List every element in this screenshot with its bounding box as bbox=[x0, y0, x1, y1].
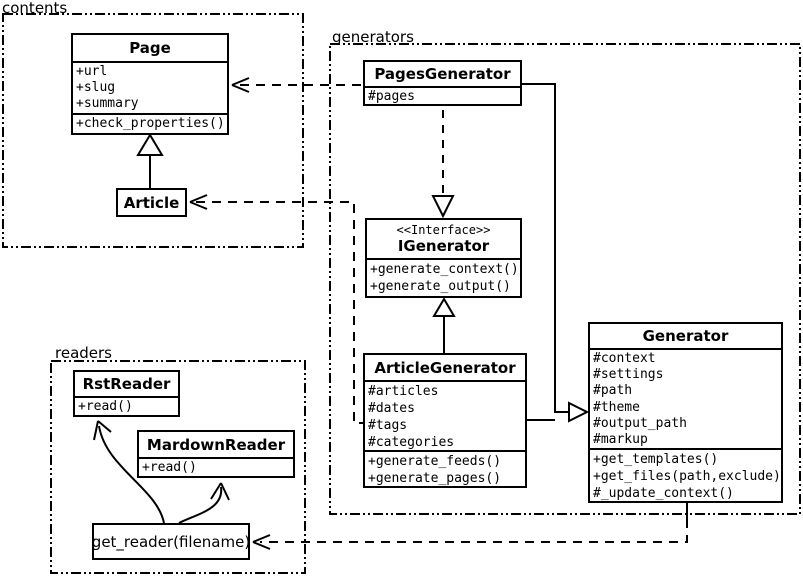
class-box-mardownreader: MardownReader +read() bbox=[137, 430, 295, 478]
attribute: #categories bbox=[368, 435, 455, 450]
methods-compartment: +generate_context() +generate_output() bbox=[367, 260, 520, 296]
class-title-articlegenerator: ArticleGenerator bbox=[365, 355, 525, 382]
class-title-rstreader: RstReader bbox=[75, 372, 178, 398]
class-title-igenerator: <<Interface>> IGenerator bbox=[367, 220, 520, 260]
method: +generate_feeds() bbox=[368, 454, 502, 469]
attribute: +url bbox=[76, 64, 108, 79]
attribute: #tags bbox=[368, 418, 408, 433]
get-reader-box: get_reader(filename) bbox=[92, 523, 250, 560]
methods-compartment: +check_properties() bbox=[73, 115, 227, 133]
class-name: Page bbox=[129, 39, 171, 57]
package-border-generators bbox=[329, 43, 801, 515]
class-box-article: Article bbox=[116, 188, 187, 217]
method: +get_templates() bbox=[593, 452, 719, 467]
edge-pagesgenerator-realizes-igenerator bbox=[431, 110, 455, 219]
methods-compartment: +read() bbox=[139, 459, 293, 476]
attribute: #context bbox=[593, 351, 656, 366]
methods-compartment: +generate_feeds() +generate_pages() bbox=[365, 452, 525, 486]
method: +read() bbox=[78, 399, 133, 414]
edge-articlegenerator-depends-article bbox=[189, 194, 363, 424]
class-name: ArticleGenerator bbox=[374, 358, 516, 377]
method: +check_properties() bbox=[76, 116, 225, 131]
stereotype-label: <<Interface>> bbox=[396, 223, 491, 237]
get-reader-label: get_reader(filename) bbox=[91, 532, 251, 551]
edge-articlegenerator-realizes-igenerator bbox=[432, 297, 456, 353]
edge-getreader-to-rstreader bbox=[93, 420, 165, 524]
class-name: IGenerator bbox=[397, 237, 490, 255]
attributes-compartment: +url +slug +summary bbox=[73, 63, 227, 115]
class-title-page: Page bbox=[73, 35, 227, 63]
attributes-compartment: #articles #dates #tags #categories bbox=[365, 382, 525, 452]
class-box-igenerator: <<Interface>> IGenerator +generate_conte… bbox=[365, 218, 522, 298]
package-border-contents bbox=[2, 13, 304, 248]
attributes-compartment: #pages bbox=[365, 88, 520, 104]
package-label-readers: readers bbox=[55, 344, 112, 362]
class-title-mardownreader: MardownReader bbox=[139, 432, 293, 459]
attribute: #path bbox=[593, 383, 633, 399]
method: +read() bbox=[142, 460, 197, 475]
class-name: Generator bbox=[642, 327, 729, 345]
class-box-rstreader: RstReader +read() bbox=[73, 370, 180, 417]
method: +generate_pages() bbox=[368, 471, 502, 486]
method: +generate_output() bbox=[370, 279, 511, 294]
class-box-page: Page +url +slug +summary +check_properti… bbox=[71, 33, 229, 135]
attribute: #markup bbox=[593, 432, 648, 448]
class-title-article: Article bbox=[118, 190, 185, 215]
method: +get_files(path,exclude) bbox=[593, 469, 781, 484]
methods-compartment: +read() bbox=[75, 398, 178, 415]
edge-generator-depends-getreader bbox=[252, 503, 688, 550]
attribute: #articles bbox=[368, 384, 439, 399]
attribute: +summary bbox=[76, 96, 139, 111]
attributes-compartment: #context #settings #path #theme #output_… bbox=[590, 350, 781, 450]
package-label-contents: contents bbox=[2, 0, 68, 17]
edge-article-inherits-page bbox=[136, 133, 164, 188]
class-name: Article bbox=[123, 193, 180, 212]
method: +generate_context() bbox=[370, 262, 519, 277]
attribute: +slug bbox=[76, 80, 116, 95]
edge-pagesgenerator-depends-page bbox=[231, 77, 363, 93]
methods-compartment: +get_templates() +get_files(path,exclude… bbox=[590, 450, 781, 501]
package-label-generators: generators bbox=[332, 28, 414, 46]
class-name: MardownReader bbox=[146, 435, 286, 454]
attribute: #pages bbox=[368, 89, 415, 104]
class-name: RstReader bbox=[82, 375, 171, 393]
edge-getreader-to-mardownreader bbox=[178, 482, 230, 524]
class-box-generator: Generator #context #settings #path #them… bbox=[588, 322, 783, 503]
attribute: #dates bbox=[368, 401, 415, 416]
attribute: #output_path bbox=[593, 415, 687, 431]
class-box-pagesgenerator: PagesGenerator #pages bbox=[363, 60, 522, 106]
edge-generators-inherit-generator bbox=[522, 83, 590, 423]
class-name: PagesGenerator bbox=[374, 65, 511, 83]
class-title-pagesgenerator: PagesGenerator bbox=[365, 62, 520, 88]
attribute: #theme bbox=[593, 399, 640, 415]
method: #_update_context() bbox=[593, 486, 734, 501]
class-box-articlegenerator: ArticleGenerator #articles #dates #tags … bbox=[363, 353, 527, 488]
class-title-generator: Generator bbox=[590, 324, 781, 350]
package-border-readers bbox=[50, 360, 306, 574]
attribute: #settings bbox=[593, 367, 664, 383]
